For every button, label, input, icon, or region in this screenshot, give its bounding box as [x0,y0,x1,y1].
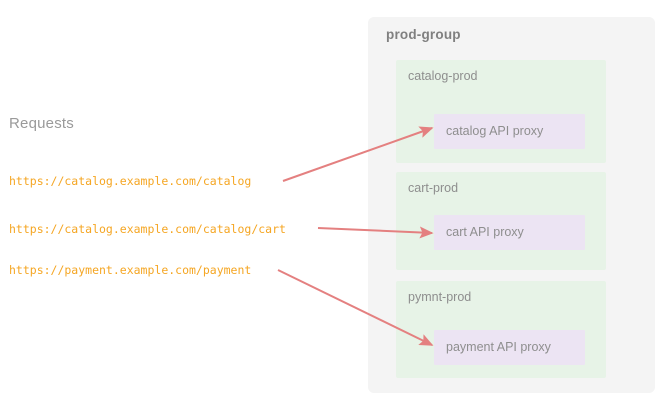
request-url-catalog-cart: https://catalog.example.com/catalog/cart [9,222,286,236]
requests-panel: Requests https://catalog.example.com/cat… [9,115,286,277]
namespace-box-cart-prod: cart-prod cart API proxy [396,172,606,270]
prod-group-panel: prod-group catalog-prod catalog API prox… [368,17,655,393]
namespace-label-catalog-prod: catalog-prod [408,69,478,83]
request-url-payment: https://payment.example.com/payment [9,263,252,277]
proxy-box-cart-api-proxy: cart API proxy [434,215,585,250]
requests-heading: Requests [9,115,74,132]
proxy-box-catalog-api-proxy: catalog API proxy [434,114,585,149]
prod-group-title: prod-group [386,27,461,42]
proxy-label-cart-api-proxy: cart API proxy [446,225,524,239]
namespace-label-pymnt-prod: pymnt-prod [408,290,472,304]
proxy-label-catalog-api-proxy: catalog API proxy [446,124,544,138]
request-url-catalog: https://catalog.example.com/catalog [9,174,252,188]
proxy-box-payment-api-proxy: payment API proxy [434,330,585,365]
namespace-label-cart-prod: cart-prod [408,181,459,195]
namespace-box-catalog-prod: catalog-prod catalog API proxy [396,60,606,163]
namespace-box-pymnt-prod: pymnt-prod payment API proxy [396,281,606,378]
proxy-label-payment-api-proxy: payment API proxy [446,340,551,354]
